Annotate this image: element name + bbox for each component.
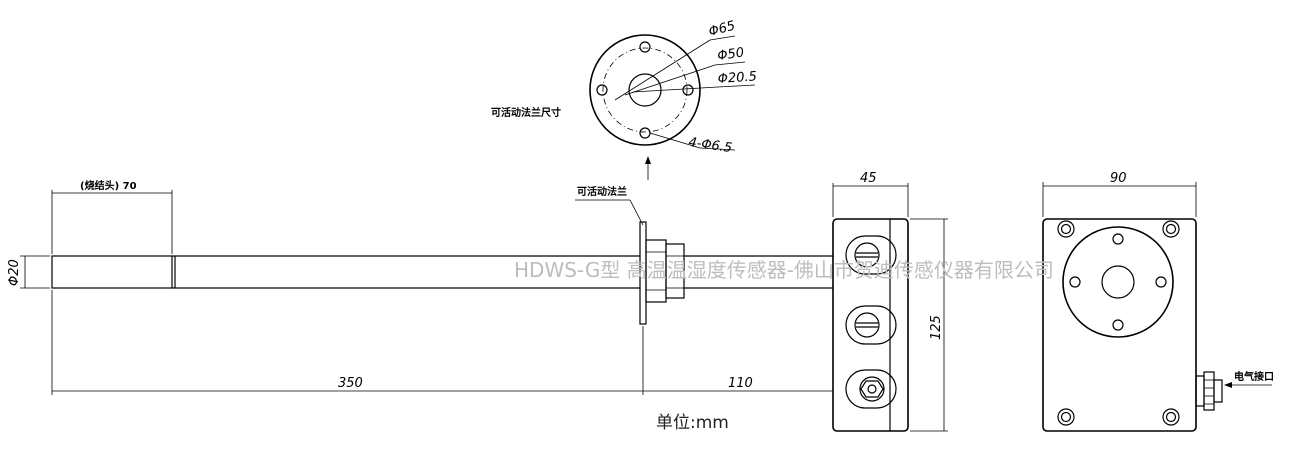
cable-gland-3 xyxy=(845,369,897,409)
enclosure-side xyxy=(832,218,909,432)
dim-90: 90 xyxy=(1110,171,1127,186)
front-view: 电气接口 90 xyxy=(1042,171,1274,432)
flange-detail-view: Φ65 Φ50 Φ20.5 4-Φ6.5 可活动法兰尺寸 xyxy=(491,18,757,180)
corner-screw-br xyxy=(1162,408,1180,426)
front-flange-hole-bottom xyxy=(1112,319,1124,331)
leader-d50-tail xyxy=(714,61,746,66)
connector-label: 电气接口 xyxy=(1234,370,1274,383)
front-flange-hole-top xyxy=(1112,233,1124,245)
flange-center-hole xyxy=(628,73,662,107)
electrical-connector xyxy=(1195,371,1223,411)
dim-d20-5: Φ20.5 xyxy=(717,69,757,87)
sintered-head xyxy=(51,255,173,289)
flange-bolt-hole-bottom xyxy=(639,127,651,139)
dim-d50: Φ50 xyxy=(716,45,745,64)
front-flange-center xyxy=(1101,265,1135,299)
cable-gland-1 xyxy=(845,235,897,275)
connector-arrow xyxy=(1224,382,1232,388)
dim-45: 45 xyxy=(860,171,877,186)
view-arrow-head xyxy=(645,156,651,164)
flange-dim-label: 可活动法兰尺寸 xyxy=(491,106,561,119)
corner-screw-tl xyxy=(1057,220,1075,238)
dim-d65: Φ65 xyxy=(707,18,737,39)
flange-bolt-hole-right xyxy=(682,84,694,96)
leader-d65-tail xyxy=(709,35,736,41)
flange-bolt-hole-left xyxy=(596,84,608,96)
front-flange-outer xyxy=(1062,226,1174,338)
corner-screw-tr xyxy=(1162,220,1180,238)
unit-note: 单位:mm xyxy=(656,413,729,433)
dim-head-label: (烧结头) 70 xyxy=(80,179,137,192)
dim-125: 125 xyxy=(929,315,944,340)
flange-nut-2 xyxy=(665,243,685,299)
leader-holes-tail xyxy=(699,147,736,151)
leader-d50 xyxy=(624,64,716,96)
front-flange-hole-right xyxy=(1155,276,1167,288)
side-view: 可活动法兰 (烧结头) 70 xyxy=(7,171,948,432)
front-flange-hole-left xyxy=(1069,276,1081,288)
flange-outer-circle xyxy=(589,34,701,146)
leader-d20-5-tail xyxy=(717,84,756,88)
leader-holes xyxy=(649,132,701,149)
corner-screw-bl xyxy=(1057,408,1075,426)
dim-dia-label: Φ20 xyxy=(7,259,22,286)
watermark: HDWS-G型 高温温湿度传感器-佛山市贺迪传感仪器有限公司 xyxy=(514,258,1054,282)
flange-bolt-hole-top xyxy=(639,41,651,53)
enclosure-front xyxy=(1042,218,1197,432)
leader-d20-5 xyxy=(632,86,719,93)
leader-d65 xyxy=(614,39,711,101)
dim-110: 110 xyxy=(728,376,753,391)
flange-label: 可活动法兰 xyxy=(577,185,627,198)
flange-bolt-circle xyxy=(602,47,688,133)
flange-label-leader xyxy=(629,199,644,226)
dim-350: 350 xyxy=(338,376,363,391)
cable-gland-2 xyxy=(845,305,897,345)
dim-holes: 4-Φ6.5 xyxy=(687,135,733,156)
